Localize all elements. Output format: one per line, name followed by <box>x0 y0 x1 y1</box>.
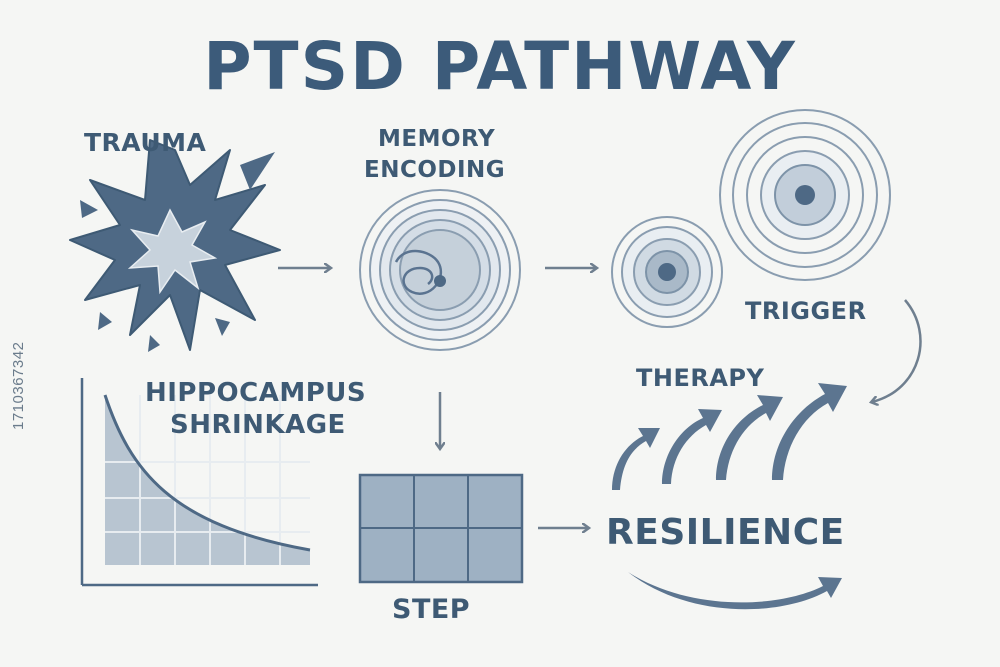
grid-table-icon <box>358 473 524 584</box>
label-trigger: TRIGGER <box>745 297 867 325</box>
rising-arrows-icon <box>612 383 847 490</box>
concentric-rings-icon <box>611 216 723 328</box>
label-trauma: TRAUMA <box>84 128 207 157</box>
brain-spiral-icon <box>359 189 521 351</box>
label-step: STEP <box>392 594 471 625</box>
label-memory-line2: ENCODING <box>364 157 506 183</box>
decay-curve-graph-icon <box>80 378 318 587</box>
explosion-burst-icon <box>69 139 281 352</box>
label-hippocampus-line2: SHRINKAGE <box>170 410 346 440</box>
arrow-trigger-to-resilience <box>872 299 922 402</box>
label-resilience: RESILIENCE <box>606 512 845 553</box>
label-memory-line1: MEMORY <box>378 126 496 152</box>
concentric-rings-large-icon <box>719 109 891 281</box>
label-hippocampus-line1: HIPPOCAMPUS <box>145 378 367 408</box>
page-title: PTSD PATHWAY <box>203 28 797 105</box>
label-therapy: THERAPY <box>636 364 765 392</box>
watermark-id: 1710367342 <box>10 341 27 430</box>
growth-sweep-arrow <box>628 572 842 610</box>
